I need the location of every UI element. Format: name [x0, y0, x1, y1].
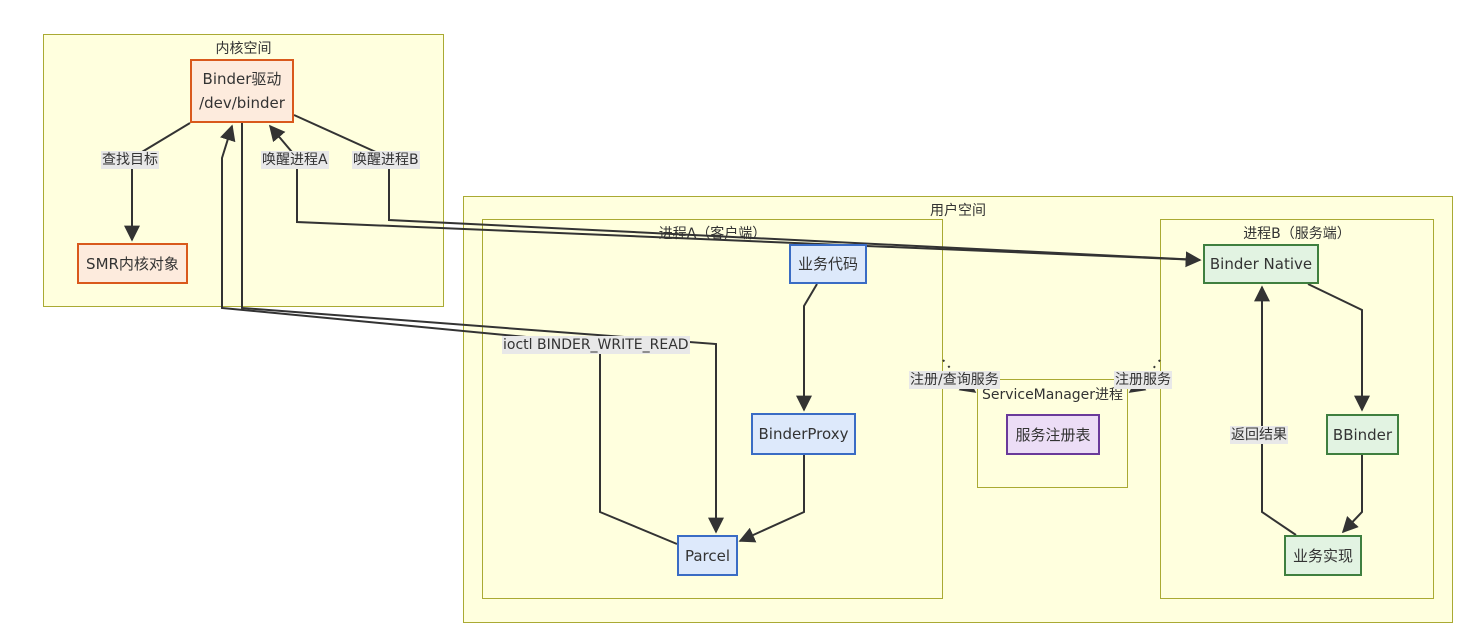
service-manager-title: ServiceManager进程	[981, 387, 1124, 403]
registry-node: 服务注册表	[1006, 414, 1100, 455]
binder-driver-path: /dev/binder	[199, 94, 285, 112]
bbinder-node: BBinder	[1326, 414, 1399, 455]
process-b-title: 进程B（服务端）	[1243, 226, 1351, 242]
edge-label-wake-a: 唤醒进程A	[261, 151, 329, 169]
biz-code-label: 业务代码	[797, 255, 858, 273]
biz-impl-node: 业务实现	[1284, 535, 1362, 576]
edge-label-register-query: 注册/查询服务	[909, 371, 1000, 389]
edge-label-find-target: 查找目标	[101, 151, 159, 169]
binder-native-label: Binder Native	[1209, 255, 1313, 273]
edge-label-wake-b: 唤醒进程B	[352, 151, 420, 169]
edge-label-register: 注册服务	[1114, 371, 1172, 389]
smr-label: SMR内核对象	[86, 254, 179, 273]
parcel-label: Parcel	[684, 546, 731, 565]
bbinder-label: BBinder	[1332, 425, 1393, 444]
edge-impl-return	[1254, 285, 1297, 536]
edge-ioctl-down	[241, 123, 724, 534]
biz-impl-label: 业务实现	[1292, 546, 1353, 565]
binder-proxy-node: BinderProxy	[751, 413, 856, 455]
edge-native-to-bbinder	[1307, 283, 1370, 412]
binder-driver-label: Binder驱动	[202, 70, 282, 88]
registry-label: 服务注册表	[1015, 425, 1091, 444]
smr-node: SMR内核对象	[77, 243, 188, 284]
edge-bbinder-to-impl	[1341, 455, 1363, 534]
edge-label-ioctl: ioctl BINDER_WRITE_READ	[502, 336, 690, 354]
edge-wake-b	[293, 114, 1202, 268]
user-space-title: 用户空间	[930, 203, 986, 219]
edge-label-return-result: 返回结果	[1230, 426, 1288, 444]
edge-ioctl-up	[220, 124, 678, 545]
biz-code-node: 业务代码	[789, 244, 867, 284]
kernel-space-title: 内核空间	[215, 41, 272, 57]
edge-biz-to-proxy	[796, 283, 818, 412]
parcel-node: Parcel	[677, 535, 738, 576]
edge-wake-a	[268, 124, 1201, 261]
binder-proxy-label: BinderProxy	[758, 425, 849, 443]
edge-find-target	[124, 122, 191, 242]
binder-driver-node: Binder驱动 /dev/binder	[190, 59, 294, 123]
binder-native-node: Binder Native	[1203, 244, 1319, 284]
edge-proxy-to-parcel	[738, 455, 805, 543]
